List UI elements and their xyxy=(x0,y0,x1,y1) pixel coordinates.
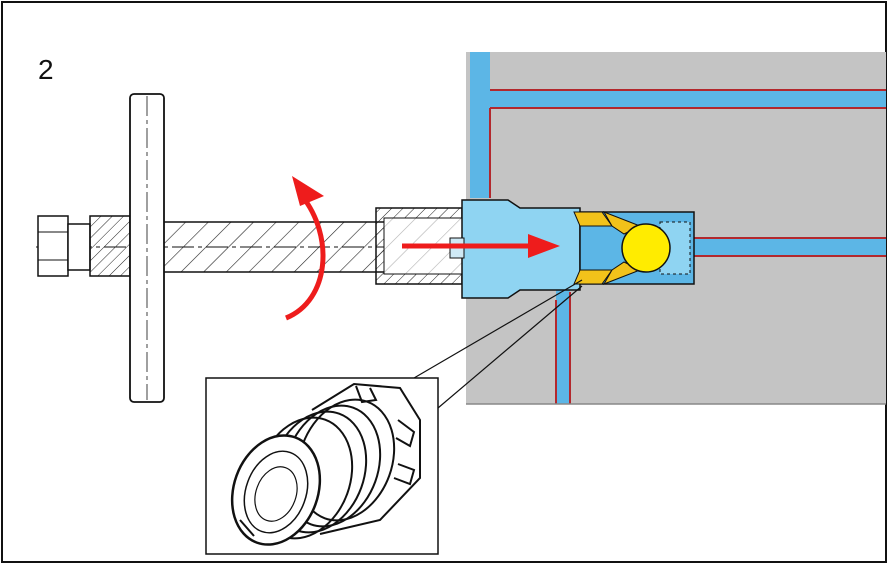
detail-inset xyxy=(205,377,439,555)
leader-line xyxy=(437,285,583,409)
check-ball xyxy=(621,223,671,273)
hex-nut xyxy=(37,215,131,277)
t-handle-bar xyxy=(129,93,165,403)
vertical-channel-lower xyxy=(556,285,570,404)
right-arrow-icon xyxy=(402,234,560,258)
curved-arrow-icon xyxy=(284,176,326,321)
outlet-channel xyxy=(692,238,886,256)
horizontal-channel-top xyxy=(490,90,886,108)
valve-cage xyxy=(573,211,695,285)
vertical-channel-left xyxy=(470,52,490,198)
leader-line xyxy=(413,279,583,379)
step-number: 2 xyxy=(38,54,54,85)
extractor-bush xyxy=(449,199,581,299)
